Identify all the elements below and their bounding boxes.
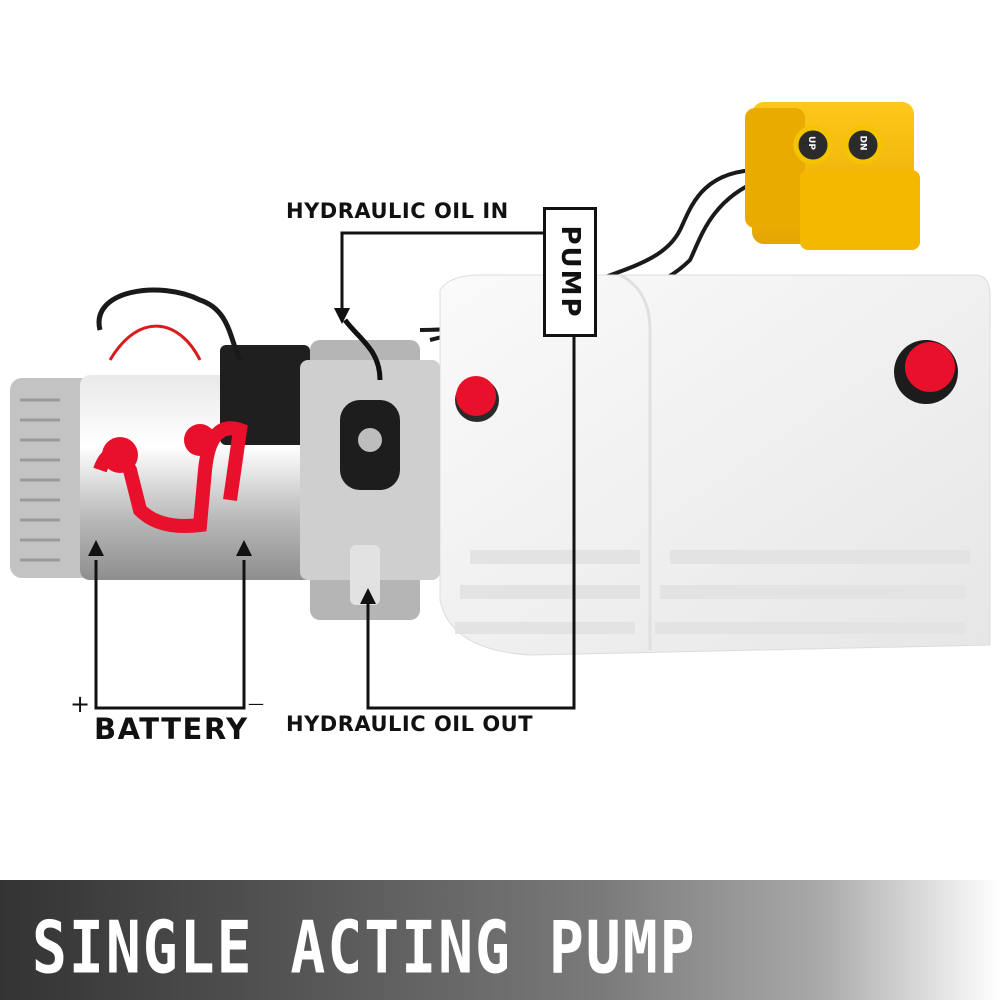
callout-lines — [94, 231, 576, 710]
arrow-oil-out — [360, 588, 376, 604]
battery-minus-sign: — — [248, 694, 265, 713]
electric-motor — [10, 287, 340, 580]
product-illustration — [10, 102, 991, 710]
label-battery: BATTERY — [94, 712, 249, 746]
arrow-battery-plus — [88, 540, 104, 556]
arrow-battery-minus — [236, 540, 252, 556]
pendant-controller — [745, 102, 920, 250]
controller-down-button: DN — [857, 135, 868, 151]
arrow-oil-in — [334, 308, 350, 324]
title-banner — [0, 880, 1000, 1000]
battery-plus-sign: + — [70, 690, 91, 718]
valve-block — [300, 318, 440, 620]
label-pump: PUMP — [555, 225, 585, 319]
label-hydraulic-oil-in: HYDRAULIC OIL IN — [286, 199, 509, 223]
controller-up-button: UP — [805, 136, 816, 150]
banner-title: SINGLE ACTING PUMP — [32, 905, 697, 990]
hydraulic-tank — [439, 273, 991, 656]
label-hydraulic-oil-out: HYDRAULIC OIL OUT — [286, 712, 534, 736]
label-pump-box: PUMP — [543, 207, 597, 337]
